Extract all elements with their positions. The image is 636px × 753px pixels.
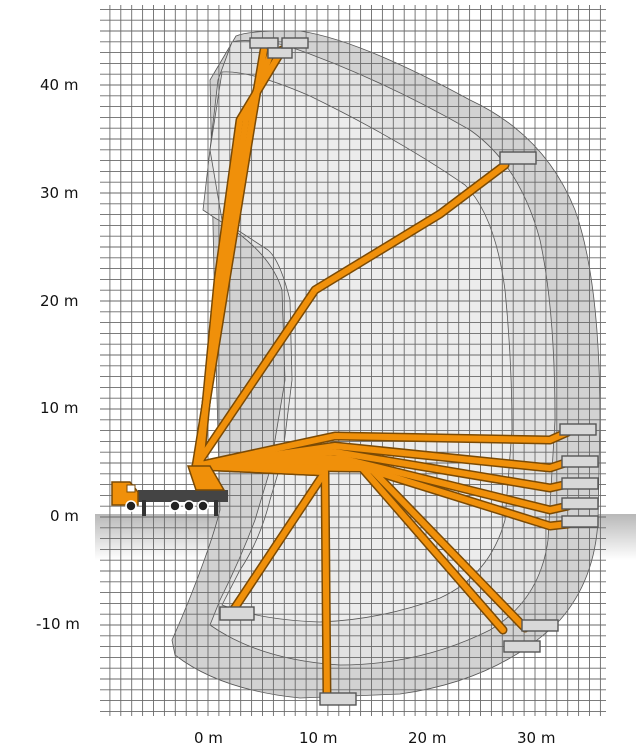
y-tick-neg10: -10 m [36, 615, 80, 633]
x-tick-0: 0 m [194, 729, 223, 747]
platform-right-2 [561, 455, 599, 468]
boom-arms [191, 45, 573, 705]
x-tick-20: 20 m [408, 729, 446, 747]
x-tick-10: 10 m [299, 729, 337, 747]
platform-lower-left [219, 606, 255, 621]
cab-window [126, 484, 136, 493]
platform-top-3 [281, 37, 309, 49]
platform-right-4 [561, 497, 599, 510]
wheel-2 [169, 500, 181, 512]
y-tick-40: 40 m [40, 76, 78, 94]
platform-lower-right-2 [503, 640, 541, 653]
truck-chassis [138, 490, 228, 502]
outrigger-right [214, 500, 218, 516]
y-tick-30: 30 m [40, 184, 78, 202]
platform-right-5 [561, 515, 599, 528]
platforms [219, 37, 599, 706]
wheel-3 [183, 500, 195, 512]
turret [186, 465, 226, 491]
platform-right-1 [559, 423, 597, 436]
platform-top-2 [267, 47, 293, 59]
platform-lower-right-1 [521, 619, 559, 632]
platform-top-1 [249, 37, 279, 49]
y-tick-0: 0 m [50, 507, 79, 525]
wheel-4 [197, 500, 209, 512]
platform-bottom [319, 692, 357, 706]
platform-upper-right [499, 151, 537, 165]
grid-lines [100, 5, 606, 716]
x-tick-30: 30 m [517, 729, 555, 747]
y-tick-20: 20 m [40, 292, 78, 310]
outrigger-left [142, 500, 146, 516]
truck [111, 465, 228, 516]
wheel-1 [125, 500, 137, 512]
y-tick-10: 10 m [40, 399, 78, 417]
platform-right-3 [561, 477, 599, 490]
